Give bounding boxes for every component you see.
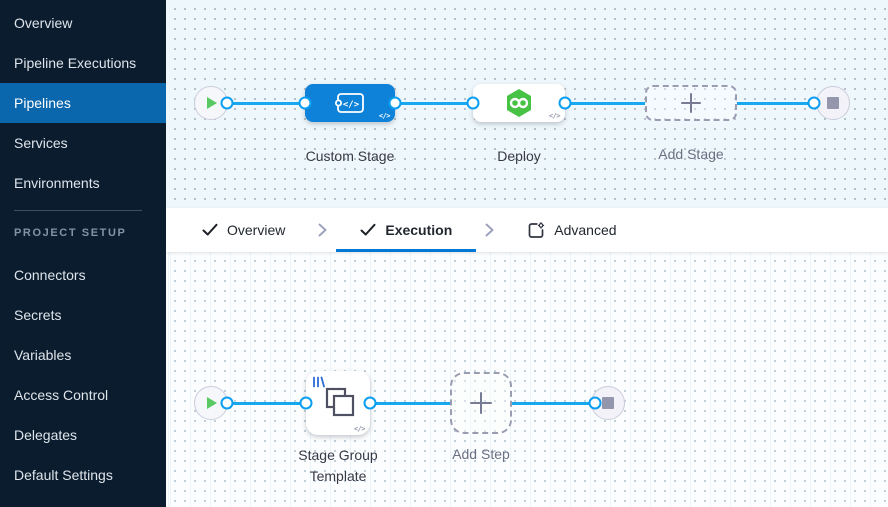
connector-port[interactable] [298,96,312,110]
sidebar-item-delegates[interactable]: Delegates [14,427,78,443]
connector-port[interactable] [588,396,602,410]
advanced-tab-icon [528,221,545,238]
code-badge-icon: </> [353,425,366,433]
check-icon [202,223,218,236]
code-badge-icon: </> [548,112,561,120]
sidebar-section-project-setup: PROJECT SETUP [14,227,127,239]
link-line [395,102,473,105]
play-icon [206,97,217,109]
link-line [512,402,601,405]
sidebar-item-default-settings[interactable]: Default Settings [14,467,113,483]
link-line [211,402,306,405]
tab-advanced[interactable]: Advanced [503,208,640,252]
tab-execution[interactable]: Execution [336,208,477,252]
plus-icon [470,392,492,414]
sidebar-item-services[interactable]: Services [14,135,68,151]
svg-text:</>: </> [343,100,360,110]
sidebar-item-secrets[interactable]: Secrets [14,307,62,323]
template-badge-icon [313,376,325,388]
connector-port[interactable] [363,396,377,410]
stop-icon [827,97,839,109]
connector-port[interactable] [220,96,234,110]
link-line [565,102,645,105]
connector-port[interactable] [299,396,313,410]
tab-execution-label: Execution [385,222,453,238]
sidebar-item-connectors[interactable]: Connectors [14,267,86,283]
sidebar-item-overview[interactable]: Overview [14,15,73,31]
chevron-right-icon [309,208,336,252]
link-line [370,402,450,405]
add-stage-button[interactable] [645,85,737,121]
connector-port[interactable] [466,96,480,110]
execution-graph-canvas: </> Stage Group Template Add Step [166,252,888,507]
tab-overview-label: Overview [227,222,286,238]
deploy-stage-label: Deploy [497,148,541,164]
tab-overview[interactable]: Overview [178,208,309,252]
sidebar-divider [14,210,142,211]
add-stage-label: Add Stage [658,146,724,162]
main-area: </> </> Custom Stage </> Deploy Add Stag… [166,0,888,507]
pipeline-end-node [816,86,850,120]
sidebar-item-pipelines[interactable]: Pipelines [0,83,166,123]
connector-port[interactable] [807,96,821,110]
sidebar-item-environments[interactable]: Environments [14,175,100,191]
stage-group-template-node[interactable]: </> [306,371,370,435]
stage-graph-canvas: </> </> Custom Stage </> Deploy Add Stag… [166,0,888,208]
sidebar-item-access-control[interactable]: Access Control [14,387,109,403]
code-badge-icon: </> [378,112,391,120]
deploy-stage-node[interactable]: </> [473,84,565,122]
stage-group-label-line1: Stage Group [298,447,378,463]
chevron-right-icon [476,208,503,252]
stop-icon [602,397,614,409]
sidebar: Overview Pipeline Executions Pipelines S… [0,0,166,507]
play-icon [206,397,217,409]
tab-advanced-label: Advanced [554,222,617,238]
stage-group-template-label: Stage Group Template [268,445,408,487]
link-line [211,102,305,105]
custom-stage-node[interactable]: </> </> [305,84,395,122]
custom-stage-icon: </> [335,93,364,113]
stage-group-icon [325,387,355,417]
check-icon [360,223,376,236]
connector-port[interactable] [388,96,402,110]
connector-port[interactable] [220,396,234,410]
cd-hexagon-icon [507,89,531,117]
sidebar-item-pipeline-executions[interactable]: Pipeline Executions [14,55,137,71]
add-step-button[interactable] [450,372,512,434]
plus-icon [681,93,701,113]
link-line [737,102,826,105]
stage-config-tabbar: Overview Execution [166,208,888,252]
stage-group-label-line2: Template [309,468,367,484]
add-step-label: Add Step [452,446,510,462]
connector-port[interactable] [558,96,572,110]
sidebar-item-variables[interactable]: Variables [14,347,72,363]
custom-stage-label: Custom Stage [305,148,395,164]
